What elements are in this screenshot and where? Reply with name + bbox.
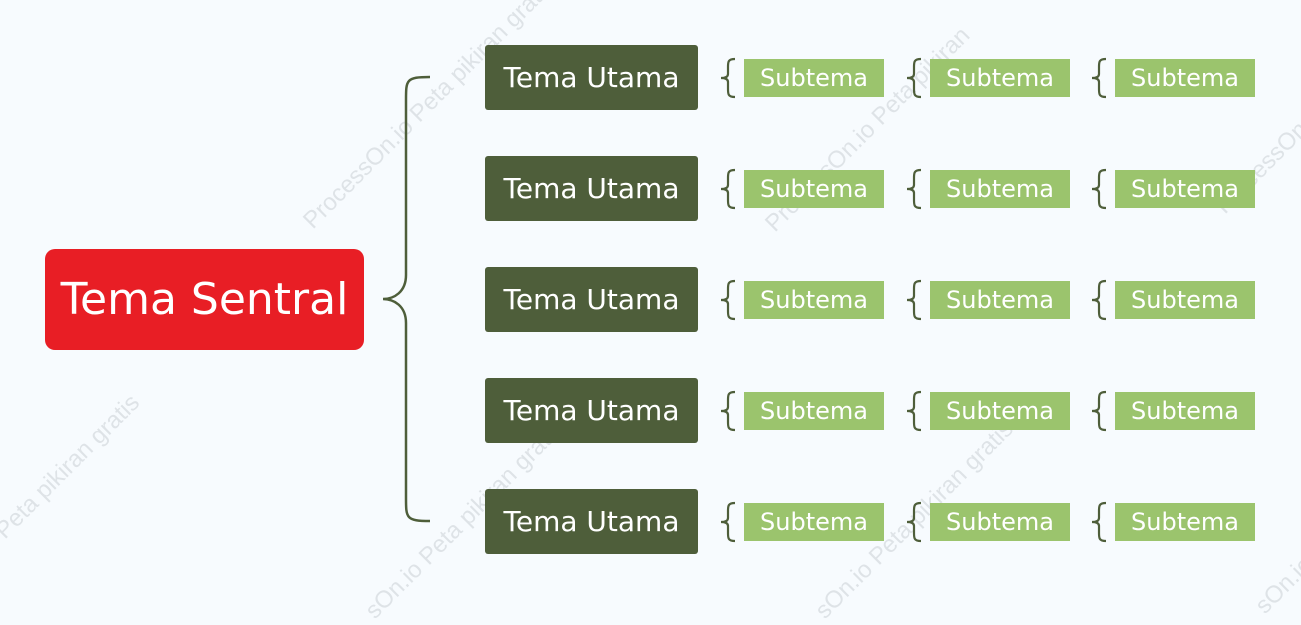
central-topic[interactable]: Tema Sentral (45, 249, 364, 350)
subtopic-brace (720, 57, 736, 99)
subtopic[interactable]: Subtema (744, 503, 884, 541)
subtopic[interactable]: Subtema (744, 392, 884, 430)
subtopic-brace (1091, 57, 1107, 99)
subtopic-brace (720, 501, 736, 543)
subtopic-brace (1091, 168, 1107, 210)
subtopic[interactable]: Subtema (1115, 59, 1255, 97)
main-topic[interactable]: Tema Utama (485, 45, 698, 110)
subtopic-brace (906, 168, 922, 210)
subtopic[interactable]: Subtema (1115, 170, 1255, 208)
subtopic[interactable]: Subtema (744, 59, 884, 97)
subtopic-brace (906, 501, 922, 543)
subtopic-brace (720, 390, 736, 432)
subtopic[interactable]: Subtema (744, 170, 884, 208)
central-bracket (382, 75, 431, 523)
subtopic-brace (720, 168, 736, 210)
subtopic[interactable]: Subtema (930, 170, 1070, 208)
subtopic-brace (906, 390, 922, 432)
subtopic[interactable]: Subtema (1115, 392, 1255, 430)
subtopic-brace (906, 279, 922, 321)
subtopic[interactable]: Subtema (930, 503, 1070, 541)
main-topic[interactable]: Tema Utama (485, 378, 698, 443)
subtopic[interactable]: Subtema (930, 281, 1070, 319)
subtopic-braces (720, 57, 1107, 543)
subtopic[interactable]: Subtema (744, 281, 884, 319)
subtopic[interactable]: Subtema (1115, 281, 1255, 319)
subtopic-brace (1091, 501, 1107, 543)
subtopic-brace (906, 57, 922, 99)
main-topic[interactable]: Tema Utama (485, 489, 698, 554)
subtopic[interactable]: Subtema (930, 59, 1070, 97)
subtopic-brace (1091, 279, 1107, 321)
main-topic[interactable]: Tema Utama (485, 156, 698, 221)
main-topic[interactable]: Tema Utama (485, 267, 698, 332)
subtopic-brace (1091, 390, 1107, 432)
subtopic-brace (720, 279, 736, 321)
subtopic[interactable]: Subtema (1115, 503, 1255, 541)
subtopic[interactable]: Subtema (930, 392, 1070, 430)
